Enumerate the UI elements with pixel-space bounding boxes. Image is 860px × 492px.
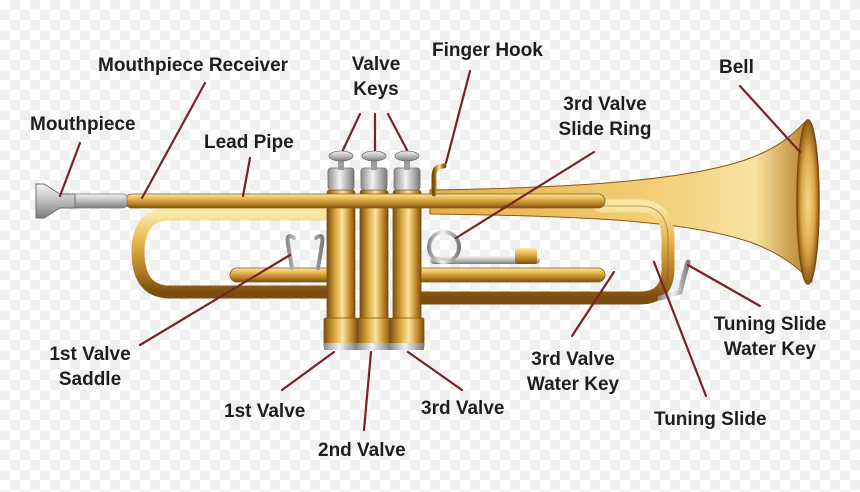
valve-keys-shape bbox=[327, 150, 421, 191]
leader-lead-pipe bbox=[241, 156, 252, 198]
leader-third-valve bbox=[406, 350, 464, 392]
leader-tuning-slide-water-key bbox=[686, 263, 762, 308]
lead-pipe-shape bbox=[124, 193, 606, 209]
label-mouthpiece-receiver: Mouthpiece Receiver bbox=[98, 55, 289, 76]
finger-hook-shape bbox=[431, 163, 447, 197]
leader-third-valve-water-key bbox=[570, 270, 616, 338]
label-third-valve-water-key: 3rd Valve Water Key bbox=[518, 347, 628, 397]
label-valve-keys: Valve Keys bbox=[336, 52, 416, 102]
label-slide-ring-line-1: 3rd Valve bbox=[563, 94, 647, 115]
label-saddle-line-1: 1st Valve bbox=[49, 344, 131, 365]
leader-valve-keys-1 bbox=[341, 112, 362, 152]
leader-mouthpiece bbox=[58, 141, 82, 198]
label-water-key-line-1: 3rd Valve bbox=[531, 349, 615, 370]
label-bell: Bell bbox=[719, 57, 754, 78]
leader-first-valve bbox=[280, 350, 336, 392]
label-first-valve-saddle: 1st Valve Saddle bbox=[35, 342, 145, 392]
leader-saddle bbox=[138, 253, 292, 347]
label-saddle-line-2: Saddle bbox=[58, 369, 122, 390]
slide-ring-shape bbox=[427, 230, 461, 264]
leader-slide-ring bbox=[454, 150, 596, 240]
label-second-valve: 2nd Valve bbox=[318, 440, 406, 461]
valve-casings bbox=[323, 189, 425, 350]
label-lead-pipe: Lead Pipe bbox=[204, 132, 294, 153]
leader-second-valve bbox=[362, 350, 373, 432]
label-slide-ring-line-2: Slide Ring bbox=[558, 119, 652, 140]
leader-bell bbox=[738, 84, 802, 154]
label-third-valve-slide-ring: 3rd Valve Slide Ring bbox=[545, 92, 665, 142]
leader-finger-hook bbox=[444, 69, 472, 165]
saddle-shape bbox=[285, 234, 325, 270]
water-key-shape bbox=[657, 259, 691, 301]
label-finger-hook: Finger Hook bbox=[432, 40, 543, 61]
mouthpiece-shape bbox=[35, 183, 76, 219]
label-first-valve: 1st Valve bbox=[224, 401, 306, 422]
label-tuning-slide-water-key: Tuning Slide Water Key bbox=[704, 312, 836, 362]
label-water-key-line-2: Water Key bbox=[526, 374, 620, 395]
leader-tuning-slide bbox=[652, 260, 708, 398]
leader-valve-keys-3 bbox=[386, 112, 409, 152]
label-valve-keys-line-2: Keys bbox=[353, 79, 399, 100]
label-third-valve: 3rd Valve bbox=[421, 398, 505, 419]
label-tuning-water-key-line-2: Water Key bbox=[723, 339, 817, 360]
leader-lines bbox=[58, 69, 802, 432]
label-tuning-slide: Tuning Slide bbox=[654, 409, 767, 430]
label-tuning-water-key-line-1: Tuning Slide bbox=[713, 314, 827, 335]
leader-mouthpiece-receiver bbox=[140, 81, 207, 200]
label-mouthpiece: Mouthpiece bbox=[30, 114, 136, 135]
front-loop-shape bbox=[131, 207, 342, 299]
label-valve-keys-line-1: Valve bbox=[351, 54, 401, 75]
